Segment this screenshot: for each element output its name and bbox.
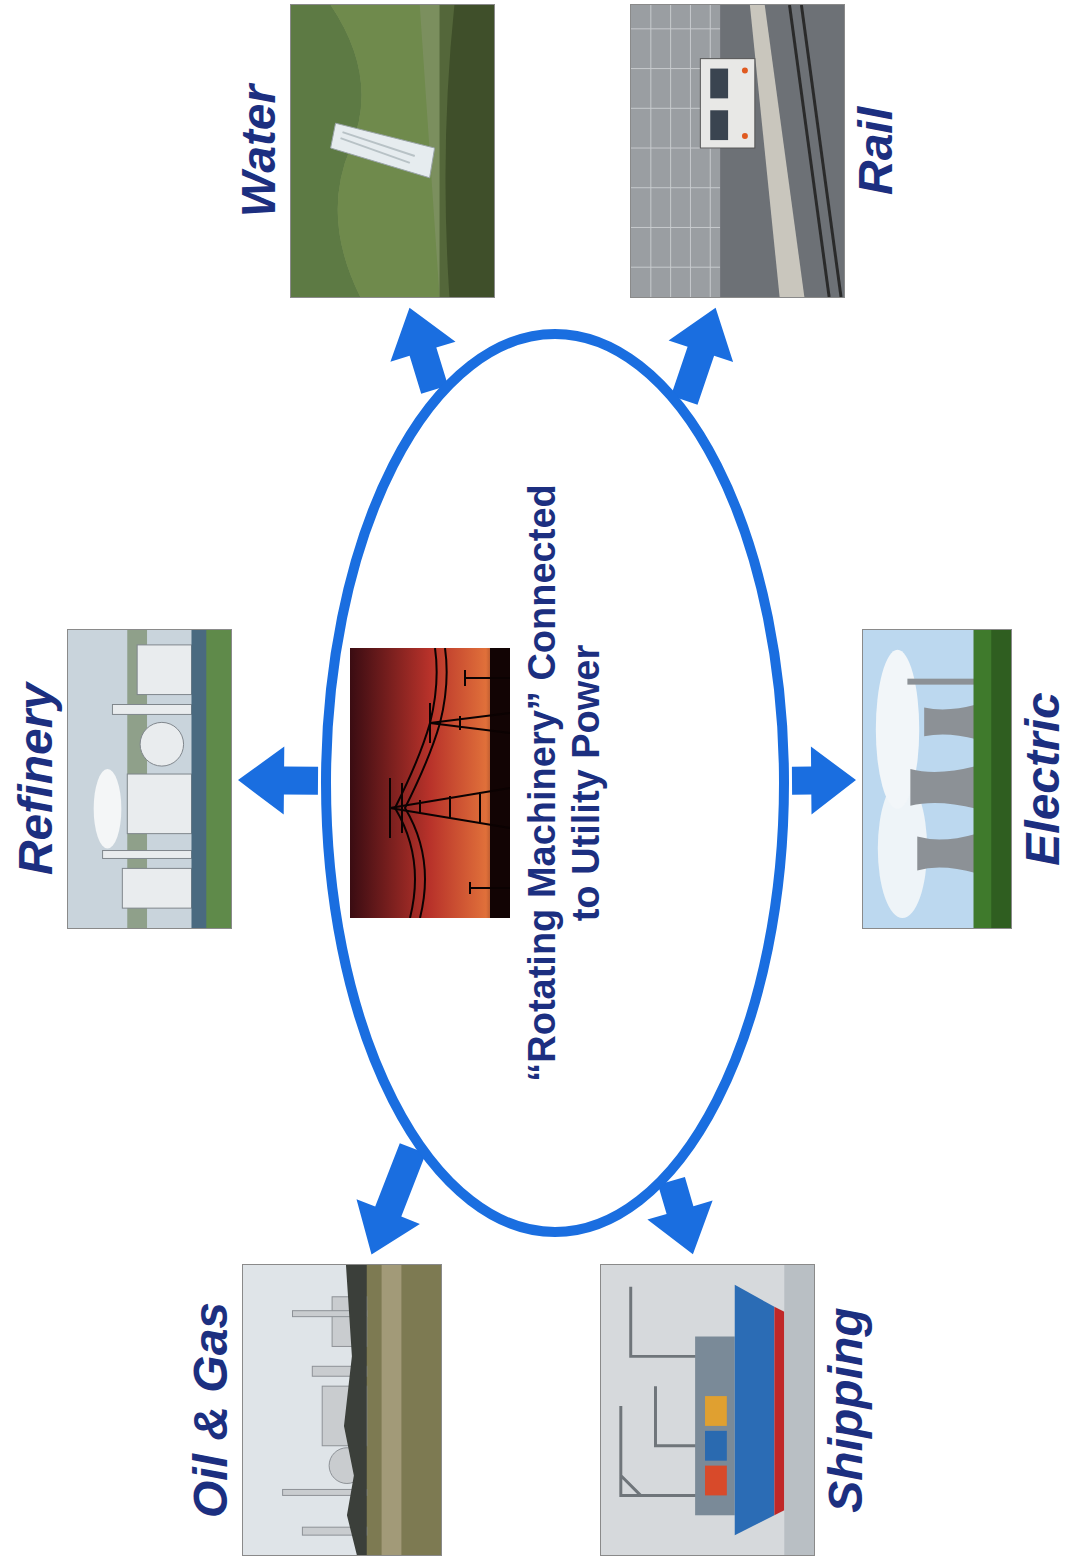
block-arrow xyxy=(390,308,455,394)
sector-label: Electric xyxy=(1012,625,1074,933)
block-arrow xyxy=(238,747,318,815)
sector-photo xyxy=(290,4,495,298)
block-arrow xyxy=(792,747,856,815)
sector-label: Shipping xyxy=(815,1260,877,1560)
hub-ellipse: “Rotating Machinery” Connected to Utilit… xyxy=(320,328,790,1238)
sector-box: Oil & Gas xyxy=(180,1260,442,1560)
block-arrow xyxy=(357,1143,426,1254)
sector-photo xyxy=(242,1264,442,1556)
sector-label: Rail xyxy=(845,0,907,302)
power-line-photo xyxy=(350,648,510,918)
sector-label: Refinery xyxy=(5,625,67,933)
sector-box: Electric xyxy=(862,625,1074,933)
sector-photo xyxy=(67,629,232,929)
hub-caption: “Rotating Machinery” Connected to Utilit… xyxy=(520,483,608,1083)
sector-box: Refinery xyxy=(5,625,232,933)
sector-photo xyxy=(862,629,1012,929)
sector-box: Water xyxy=(228,0,495,302)
sector-box: Rail xyxy=(630,0,907,302)
sector-photo xyxy=(600,1264,815,1556)
sector-label: Oil & Gas xyxy=(180,1260,242,1560)
block-arrow xyxy=(669,308,734,405)
sector-box: Shipping xyxy=(600,1260,877,1560)
sector-photo xyxy=(630,4,845,298)
sector-label: Water xyxy=(228,0,290,302)
